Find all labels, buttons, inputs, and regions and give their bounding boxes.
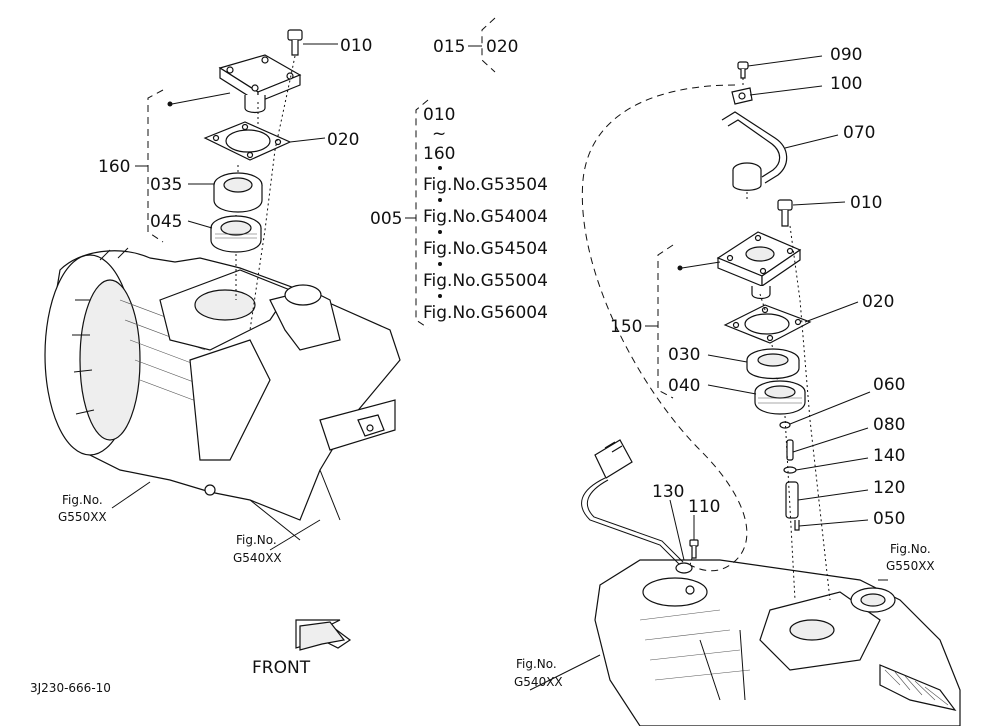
right-part-050 — [794, 520, 800, 531]
right-label-070: 070 — [843, 123, 875, 143]
left-bolt-010 — [287, 29, 303, 56]
left-label-020: 020 — [327, 130, 359, 150]
applicability-fig-3: Fig.No.G54504 — [423, 239, 548, 259]
applicability-range-to: 160 — [423, 144, 455, 164]
left-assembly — [44, 17, 496, 651]
right-group-bracket-150 — [657, 244, 674, 399]
right-harness-loop — [581, 84, 748, 572]
right-part-080 — [786, 439, 794, 461]
right-screw-090 — [737, 61, 749, 79]
right-ref-g540-line1: Fig.No. — [516, 657, 557, 671]
left-axle-housing — [44, 247, 401, 541]
left-label-035: 035 — [150, 175, 182, 195]
right-clip-100 — [731, 87, 753, 105]
right-gasket-020 — [723, 304, 812, 344]
right-sensor-harness — [581, 439, 684, 566]
right-part-130 — [675, 562, 693, 574]
applicability-fig-5: Fig.No.G56004 — [423, 303, 548, 323]
right-label-130: 130 — [652, 482, 684, 502]
right-label-090: 090 — [830, 45, 862, 65]
right-part-120 — [785, 481, 799, 519]
left-label-005: 005 — [370, 209, 402, 229]
left-seal-035 — [213, 172, 263, 213]
right-label-120: 120 — [873, 478, 905, 498]
right-label-020: 020 — [862, 292, 894, 312]
applicability-fig-4: Fig.No.G55004 — [423, 271, 548, 291]
left-ref-g550-line2: G550XX — [58, 510, 107, 524]
right-label-140: 140 — [873, 446, 905, 466]
right-label-010: 010 — [850, 193, 882, 213]
right-ref-g540-line2: G540XX — [514, 675, 563, 689]
left-label-045: 045 — [150, 212, 182, 232]
right-part-140 — [783, 466, 797, 474]
left-label-010: 010 — [340, 36, 372, 56]
right-label-110: 110 — [688, 497, 720, 517]
left-ref-g540-line1: Fig.No. — [236, 533, 277, 547]
drawing-id: 3J230-666-10 — [30, 681, 111, 695]
front-arrow-icon — [295, 619, 352, 651]
right-axle-housing — [594, 559, 961, 726]
right-label-150: 150 — [610, 317, 642, 337]
left-bearing-045 — [210, 215, 262, 253]
applicability-fig-2: Fig.No.G54004 — [423, 207, 548, 227]
right-tube-070 — [721, 111, 788, 191]
applicability-fig-1: Fig.No.G53504 — [423, 175, 548, 195]
left-label-020-top: 020 — [486, 37, 518, 57]
right-label-050: 050 — [873, 509, 905, 529]
left-group-bracket-160 — [147, 89, 164, 243]
left-label-160: 160 — [98, 157, 130, 177]
right-part-110 — [689, 539, 699, 559]
right-assembly — [529, 55, 961, 726]
right-label-100: 100 — [830, 74, 862, 94]
right-label-040: 040 — [668, 376, 700, 396]
right-label-080: 080 — [873, 415, 905, 435]
left-ref-g540-line2: G540XX — [233, 551, 282, 565]
front-label: FRONT — [252, 658, 311, 678]
applicability-range-from: 010 — [423, 105, 455, 125]
right-label-060: 060 — [873, 375, 905, 395]
left-ref-g550-line1: Fig.No. — [62, 493, 103, 507]
right-ref-g550-line2: G550XX — [886, 559, 935, 573]
right-ref-g550-line1: Fig.No. — [890, 542, 931, 556]
right-label-030: 030 — [668, 345, 700, 365]
right-seal-030 — [746, 348, 800, 379]
applicability-range-sep: ~ — [432, 124, 446, 144]
right-bolt-010 — [777, 199, 793, 227]
left-top-cover — [218, 54, 302, 114]
right-cover-flange — [716, 231, 802, 300]
left-label-015: 015 — [433, 37, 465, 57]
right-bearing-040 — [754, 380, 806, 415]
